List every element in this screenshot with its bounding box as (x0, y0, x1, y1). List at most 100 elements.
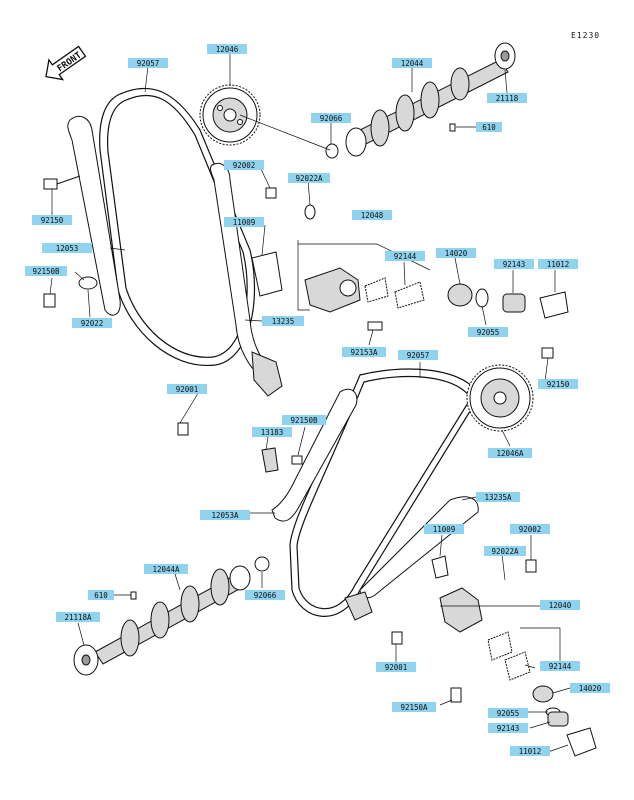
part-label-92150B-left: 92150B (25, 266, 67, 276)
part-label-92001-top: 92001 (167, 384, 207, 394)
part-label-11012-bot: 11012 (510, 746, 550, 756)
part-number-text: 92153A (350, 348, 378, 357)
part-number-text: 12046A (496, 449, 524, 458)
part-number-text: 21118A (64, 613, 92, 622)
part-number-text: 92066 (254, 591, 277, 600)
part-label-14020-top: 14020 (436, 248, 476, 258)
part-label-11012-top: 11012 (538, 259, 578, 269)
chain-guide-12053 (67, 115, 121, 316)
plug-92066-top (325, 143, 339, 159)
part-number-text: 12044 (401, 59, 424, 68)
part-label-92002-bot: 92002 (510, 524, 550, 534)
part-number-text: 92143 (503, 260, 526, 269)
part-number-text: 92150B (290, 416, 318, 425)
part-label-92144-bot: 92144 (540, 661, 580, 671)
part-label-92143-top: 92143 (494, 259, 534, 269)
pin-610-bottom (130, 591, 137, 600)
part-label-92150B-mid: 92150B (282, 415, 326, 425)
cam-sprocket-12046 (199, 84, 261, 146)
part-label-610-top: 610 (476, 122, 502, 132)
part-label-12053: 12053 (42, 243, 92, 253)
part-number-text: 92022 (81, 319, 104, 328)
part-number-text: 13235A (484, 493, 512, 502)
part-number-text: 610 (482, 123, 496, 132)
part-number-text: 11009 (233, 218, 256, 227)
part-number-text: 12046 (216, 45, 239, 54)
bolt-92001-bottom (391, 631, 403, 645)
part-label-12044A: 12044A (144, 564, 188, 574)
part-number-text: 11012 (547, 260, 570, 269)
cam-sprocket-12046A (466, 364, 534, 432)
part-label-12048-top: 12048 (352, 210, 392, 220)
part-label-21118-top: 21118 (487, 93, 527, 103)
bracket-13183 (261, 447, 303, 473)
part-label-92022A-bot: 92022A (484, 546, 526, 556)
part-number-text: 92057 (137, 59, 160, 68)
part-number-text: 13183 (261, 428, 284, 437)
part-number-text: 92022A (295, 174, 323, 183)
bolt-92150-left (43, 175, 81, 190)
part-label-92055-top: 92055 (468, 327, 508, 337)
part-number-text: 11009 (433, 525, 456, 534)
part-label-92022A-top: 92022A (288, 173, 330, 183)
part-label-610-bot: 610 (88, 590, 114, 600)
part-label-12046A: 12046A (488, 448, 532, 458)
tensioner-guide-13235A (344, 496, 479, 621)
part-label-13235A: 13235A (476, 492, 520, 502)
part-number-text: 92143 (497, 724, 520, 733)
part-label-11009-top: 11009 (224, 217, 264, 227)
part-label-92150-left: 92150 (32, 215, 72, 225)
bolt-92002-top (265, 187, 316, 220)
diagram-code: E1230 (571, 31, 601, 40)
part-label-92066-bot: 92066 (245, 590, 285, 600)
part-number-text: 92001 (176, 385, 199, 394)
part-label-92057-top: 92057 (128, 58, 168, 68)
part-label-12046-top: 12046 (207, 44, 247, 54)
part-number-text: 21118 (496, 94, 519, 103)
part-label-92057-mid: 92057 (398, 350, 438, 360)
part-label-92150A: 92150A (392, 702, 436, 712)
leader-lines (49, 52, 571, 753)
part-label-12044-top: 12044 (392, 58, 432, 68)
part-number-text: 92150A (400, 703, 428, 712)
part-number-text: 11012 (519, 747, 542, 756)
tensioner-12040 (431, 555, 597, 757)
part-number-text: 92001 (385, 663, 408, 672)
part-number-text: 92150 (41, 216, 64, 225)
part-number-text: 92022A (491, 547, 519, 556)
part-number-text: 12040 (549, 601, 572, 610)
part-number-text: 14020 (579, 684, 602, 693)
part-label-11009-bot: 11009 (424, 524, 464, 534)
part-label-13235: 13235 (262, 316, 304, 326)
part-number-labels: 92057 12046 12044 21118 92066 610 92002 92022A 9… (25, 44, 610, 756)
part-number-text: 12048 (361, 211, 384, 220)
part-label-92153A: 92153A (342, 347, 386, 357)
bolt-92001-top (177, 422, 189, 436)
part-number-text: 92150B (32, 267, 60, 276)
camshaft-12044A (73, 565, 251, 676)
part-number-text: 92150 (547, 380, 570, 389)
part-label-14020-bot: 14020 (570, 683, 610, 693)
part-label-92144-top: 92144 (385, 251, 425, 261)
part-label-12053A: 12053A (200, 510, 250, 520)
part-number-text: 92144 (549, 662, 572, 671)
part-number-text: 92144 (394, 252, 417, 261)
part-label-21118A: 21118A (56, 612, 100, 622)
part-label-13183: 13183 (252, 427, 292, 437)
part-number-text: 92057 (407, 351, 430, 360)
part-number-text: 92066 (320, 114, 343, 123)
part-label-92002-top: 92002 (224, 160, 264, 170)
part-number-text: 610 (94, 591, 108, 600)
part-label-92143-bot: 92143 (488, 723, 528, 733)
part-label-92022: 92022 (72, 318, 112, 328)
tensioner-12048 (304, 267, 569, 331)
part-number-text: 12053 (56, 244, 79, 253)
part-label-12040: 12040 (540, 600, 580, 610)
part-label-92150-right: 92150 (538, 379, 578, 389)
part-label-92001-bot: 92001 (376, 662, 416, 672)
part-number-text: 92055 (497, 709, 520, 718)
chain-guide-12053A (271, 388, 358, 522)
part-number-text: 92002 (233, 161, 256, 170)
pin-610-top (449, 123, 456, 132)
